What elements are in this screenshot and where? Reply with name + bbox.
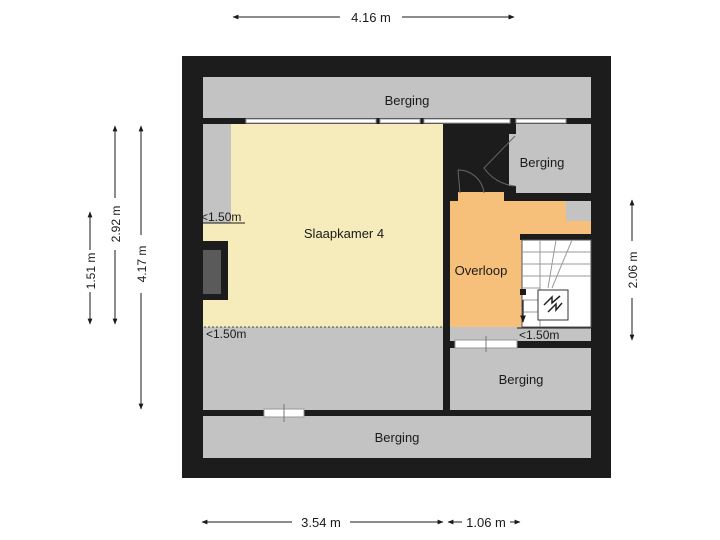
note-height-left-bottom: <1.50m (206, 327, 246, 341)
door-swing-bedroom (457, 169, 485, 194)
bedroom-low-zone-left (203, 124, 231, 223)
dim-left-mid: 2.92 m (109, 206, 123, 243)
door-opening-bedroom (458, 192, 504, 202)
bedroom-room (203, 124, 443, 327)
berging-top-room (203, 77, 591, 119)
room-label-berging-bottom: Berging (375, 430, 420, 445)
dim-left-inner: 1.51 m (84, 253, 98, 290)
chimney-block (203, 250, 221, 294)
note-height-left-top: <1.50m (201, 210, 241, 224)
room-label-berging-top: Berging (385, 93, 430, 108)
room-label-slaapkamer: Slaapkamer 4 (304, 226, 384, 241)
dim-bottom-right: 1.06 m (466, 515, 506, 530)
note-height-overloop: <1.50m (519, 328, 559, 342)
storage-landing-low (450, 327, 591, 341)
staircase (520, 239, 592, 328)
door-opening-small-berging (509, 134, 517, 186)
storage-middle (203, 327, 443, 410)
door-swing-small-berging (483, 135, 516, 187)
dim-bottom-left: 3.54 m (301, 515, 341, 530)
room-label-overloop: Overloop (455, 263, 508, 278)
dim-right-height: 2.06 m (626, 252, 640, 289)
berging-right-room (450, 348, 591, 410)
skylights-top (245, 118, 567, 124)
dim-left-outer: 4.17 m (135, 246, 149, 283)
landing-corner-storage (566, 201, 591, 221)
berging-small-room (516, 124, 591, 193)
dim-top-width: 4.16 m (351, 10, 391, 25)
berging-bottom-room (203, 416, 591, 458)
room-label-berging-small: Berging (520, 155, 565, 170)
room-label-berging-right: Berging (499, 372, 544, 387)
